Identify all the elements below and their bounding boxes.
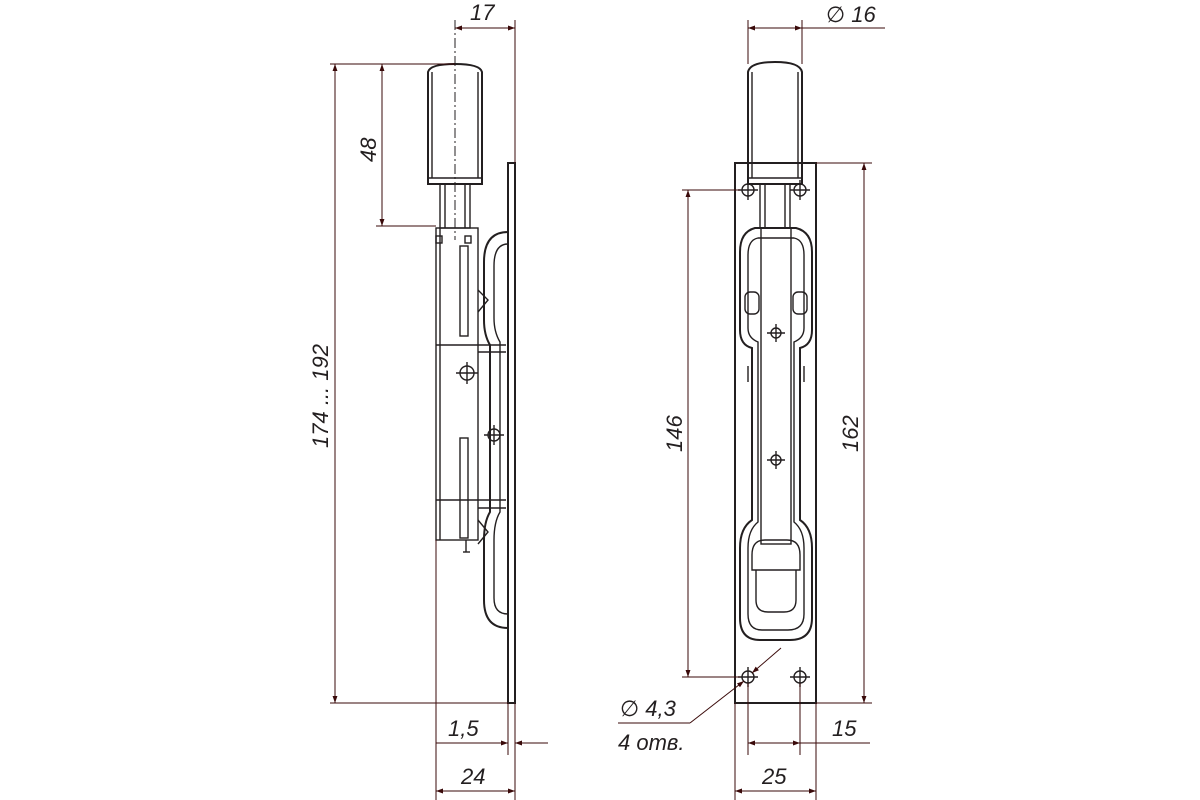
side-body [435, 227, 479, 541]
front-bolt-head [747, 60, 803, 185]
dim-plate-length: 162 [838, 415, 863, 452]
dim-bolt-diameter: ∅ 16 [826, 2, 877, 27]
dim-bolt-offset: 17 [470, 0, 495, 25]
mounting-hole-top-right [790, 180, 810, 200]
side-view: 17 48 174 ... 192 1,5 24 [308, 0, 548, 800]
dim-width-front: 25 [761, 764, 787, 789]
dim-hole-diameter: ∅ 4,3 [620, 696, 677, 721]
side-bolt-head [427, 62, 483, 185]
dim-plate-thickness: 1,5 [448, 716, 479, 741]
dim-hole-span: 15 [832, 716, 857, 741]
dim-total-length: 174 ... 192 [308, 344, 333, 448]
dim-width-side: 24 [460, 764, 485, 789]
front-plate [734, 162, 817, 704]
front-handle-housing [739, 227, 813, 641]
dim-bolt-length: 48 [356, 137, 381, 162]
mounting-hole-top-left [738, 180, 758, 200]
front-view: ∅ 16 146 162 ∅ 4,3 4 отв. 15 25 [618, 2, 885, 800]
side-handle [483, 231, 509, 629]
front-slide-bar [760, 227, 792, 545]
dim-hole-spacing: 146 [662, 415, 687, 452]
side-plate [507, 162, 516, 704]
dim-hole-count: 4 отв. [618, 730, 685, 755]
